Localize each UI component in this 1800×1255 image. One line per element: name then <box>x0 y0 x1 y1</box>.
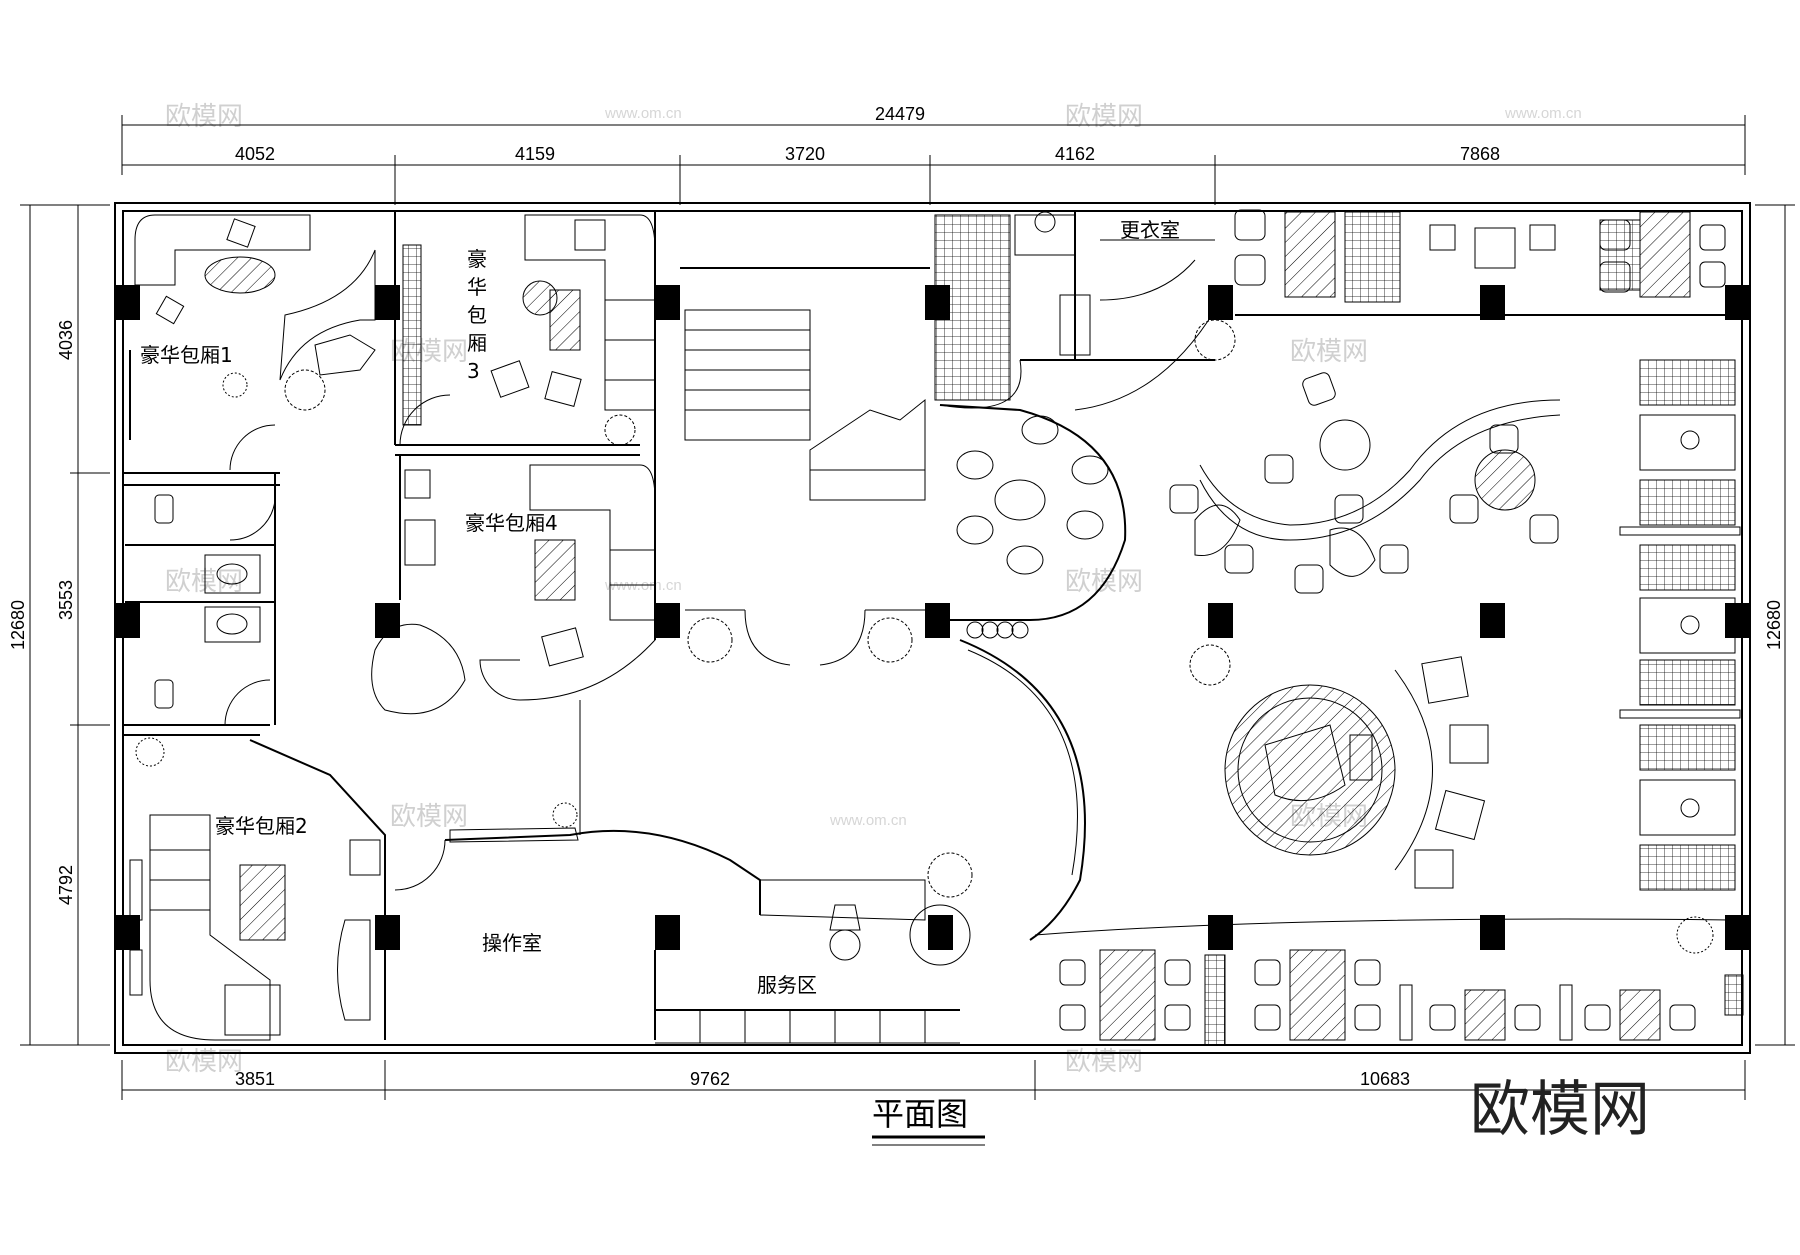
room-label-suite3-1: 豪 <box>467 247 487 271</box>
watermark-url: www.om.cn <box>1504 105 1582 122</box>
room-label-service: 服务区 <box>757 973 817 997</box>
room-label-suite4: 豪华包厢4 <box>465 511 558 535</box>
room-label-changing: 更衣室 <box>1120 218 1180 242</box>
dim-top-1: 4052 <box>235 144 275 164</box>
right-dimensions: 12680 <box>1755 204 1795 1046</box>
dining-booths-right <box>1619 359 1741 891</box>
watermark-url: www.om.cn <box>829 812 907 829</box>
left-dimensions: 12680 4036 3553 4792 <box>8 204 110 1046</box>
room-label-suite3-4: 厢 <box>467 331 487 355</box>
dim-bottom-3: 10683 <box>1360 1069 1410 1089</box>
watermark-text: 欧模网 <box>1290 337 1368 367</box>
top-dimensions: 24479 4052 4159 3720 4162 7868 <box>121 104 1746 205</box>
room-label-operation: 操作室 <box>482 931 542 955</box>
room-label-suite3-3: 包 <box>467 303 487 327</box>
dim-bottom-1: 3851 <box>235 1069 275 1089</box>
dim-left-3: 4792 <box>56 865 76 905</box>
dim-left-total: 12680 <box>8 600 28 650</box>
decorative-plants <box>135 319 1714 954</box>
dim-top-2: 4159 <box>515 144 555 164</box>
piano-stage <box>1224 656 1489 889</box>
stairs <box>680 267 930 666</box>
dim-top-3: 3720 <box>785 144 825 164</box>
room-label-suite2: 豪华包厢2 <box>215 814 308 838</box>
dining-booths-top <box>1234 209 1726 316</box>
watermark-text: 欧模网 <box>390 802 468 832</box>
watermark-text: 欧模网 <box>165 1047 243 1077</box>
room-label-suite3-2: 华 <box>467 275 487 299</box>
dim-left-1: 4036 <box>56 320 76 360</box>
watermark-text: 欧模网 <box>1065 102 1143 132</box>
dim-right-total: 12680 <box>1764 600 1784 650</box>
middle-suites <box>371 211 656 715</box>
watermark-text: 欧模网 <box>390 337 468 367</box>
round-lounge <box>939 404 1127 639</box>
dim-left-2: 3553 <box>56 580 76 620</box>
left-rooms <box>123 214 446 1041</box>
dining-booths-bottom <box>1034 918 1744 1046</box>
room-label-suite3-5: 3 <box>467 359 480 383</box>
dim-overall-top: 24479 <box>875 104 925 124</box>
watermark-url: www.om.cn <box>604 105 682 122</box>
curved-partition <box>959 639 1086 941</box>
bottom-dimensions: 3851 9762 10683 <box>121 1060 1746 1100</box>
service-area <box>444 700 971 1044</box>
watermark-text: 欧模网 <box>165 567 243 597</box>
watermark-text: 欧模网 <box>165 102 243 132</box>
drawing-title: 平面图 <box>872 1095 968 1133</box>
room-label-suite1: 豪华包厢1 <box>140 343 233 367</box>
room-labels: 豪华包厢1 豪华包厢2 豪 华 包 厢 3 豪华包厢4 更衣室 操作室 服务区 <box>140 218 1180 997</box>
brand-logo: 欧模网 <box>1470 1075 1650 1145</box>
dim-top-4: 4162 <box>1055 144 1095 164</box>
dim-bottom-2: 9762 <box>690 1069 730 1089</box>
watermark-text: 欧模网 <box>1065 1047 1143 1077</box>
toilets-and-changing <box>934 211 1216 411</box>
structural-columns <box>115 285 1750 950</box>
bar-counter <box>1169 372 1561 594</box>
drawing-title-group: 平面图 <box>872 1095 985 1146</box>
dim-top-5: 7868 <box>1460 144 1500 164</box>
